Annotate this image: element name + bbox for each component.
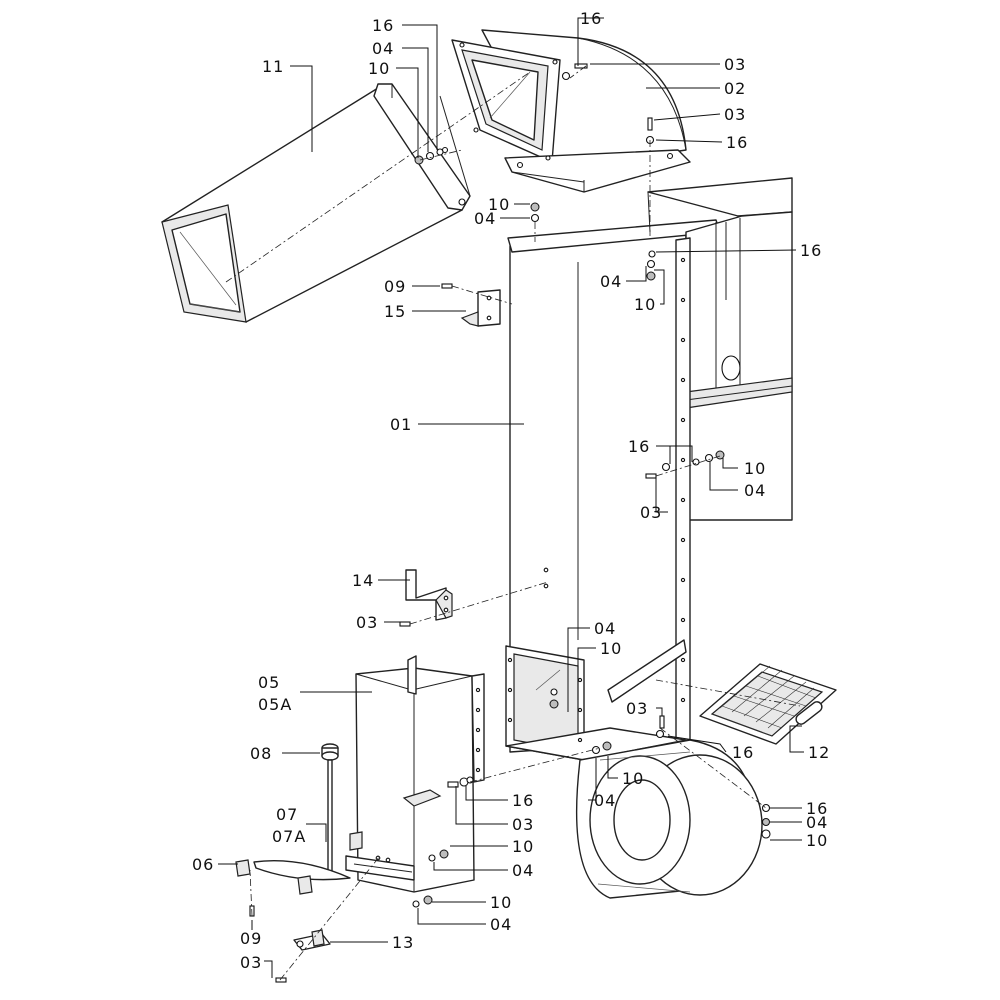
callout-04-mid-right: 04 xyxy=(744,481,766,500)
callout-16-fan-right: 16 xyxy=(806,799,828,818)
callout-16-mid-right: 16 xyxy=(628,437,650,456)
callout-16-screen: 16 xyxy=(732,743,754,762)
callout-04-top-left: 04 xyxy=(372,39,394,58)
callout-10-lower-door: 10 xyxy=(600,639,622,658)
callout-labels: 16 04 10 11 16 03 02 03 16 10 04 16 04 1… xyxy=(192,9,830,972)
callout-03-elbow-upper: 03 xyxy=(724,55,746,74)
callout-02: 02 xyxy=(724,79,746,98)
hardware-fasteners xyxy=(249,63,771,983)
callout-04-flange-left: 04 xyxy=(474,209,496,228)
fan-housing xyxy=(575,739,763,899)
part-05-lower-housing xyxy=(345,655,485,893)
part-08-knob xyxy=(321,743,339,761)
callout-10-bottom: 10 xyxy=(490,893,512,912)
part-07-rod xyxy=(327,759,333,879)
callout-10-top-left: 10 xyxy=(368,59,390,78)
callout-16-elbow-right: 16 xyxy=(726,133,748,152)
callout-04-bottom: 04 xyxy=(490,915,512,934)
callout-07: 07 xyxy=(276,805,298,824)
callout-04-lower-door: 04 xyxy=(594,619,616,638)
part-01-main-duct xyxy=(505,177,793,761)
callout-10-mid-right: 10 xyxy=(744,459,766,478)
callout-12: 12 xyxy=(808,743,830,762)
callout-07a: 07A xyxy=(272,827,306,846)
callout-10-flange-right: 10 xyxy=(634,295,656,314)
callout-10-fan: 10 xyxy=(622,769,644,788)
callout-04-housing-lower: 04 xyxy=(512,861,534,880)
part-13-clip xyxy=(293,929,331,951)
callout-15: 15 xyxy=(384,302,406,321)
part-15-bracket xyxy=(460,289,501,327)
part-06-damper-blade xyxy=(235,859,351,895)
callout-08: 08 xyxy=(250,744,272,763)
callout-03-screen: 03 xyxy=(626,699,648,718)
part-11-discharge-chute xyxy=(161,83,471,323)
callout-05: 05 xyxy=(258,673,280,692)
callout-03-bracket: 03 xyxy=(356,613,378,632)
assembly-lines xyxy=(225,65,801,981)
callout-04-flange-right: 04 xyxy=(600,272,622,291)
callout-10-fan-right: 10 xyxy=(806,831,828,850)
callout-14: 14 xyxy=(352,571,374,590)
leader-lines xyxy=(218,17,804,978)
callout-01: 01 xyxy=(390,415,412,434)
callout-03-bottom: 03 xyxy=(240,953,262,972)
part-14-angle-bracket xyxy=(405,569,453,621)
callout-16-top-elbow: 16 xyxy=(580,9,602,28)
callout-10-housing-lower: 10 xyxy=(512,837,534,856)
callout-09-lower: 09 xyxy=(240,929,262,948)
callout-06: 06 xyxy=(192,855,214,874)
callout-03-mid-right: 03 xyxy=(640,503,662,522)
callout-05a: 05A xyxy=(258,695,292,714)
callout-10-flange-left: 10 xyxy=(488,195,510,214)
callout-03-housing: 03 xyxy=(512,815,534,834)
callout-16-flange-right: 16 xyxy=(800,241,822,260)
callout-04-fan: 04 xyxy=(594,791,616,810)
callout-16-housing: 16 xyxy=(512,791,534,810)
part-02-elbow-hood xyxy=(451,29,691,193)
part-12-screen-grate xyxy=(699,663,837,745)
callout-03-elbow-lower: 03 xyxy=(724,105,746,124)
callout-04-fan-right: 04 xyxy=(806,813,828,832)
callout-11: 11 xyxy=(262,57,284,76)
callout-13: 13 xyxy=(392,933,414,952)
callout-16-top-left: 16 xyxy=(372,16,394,35)
callout-09-upper: 09 xyxy=(384,277,406,296)
